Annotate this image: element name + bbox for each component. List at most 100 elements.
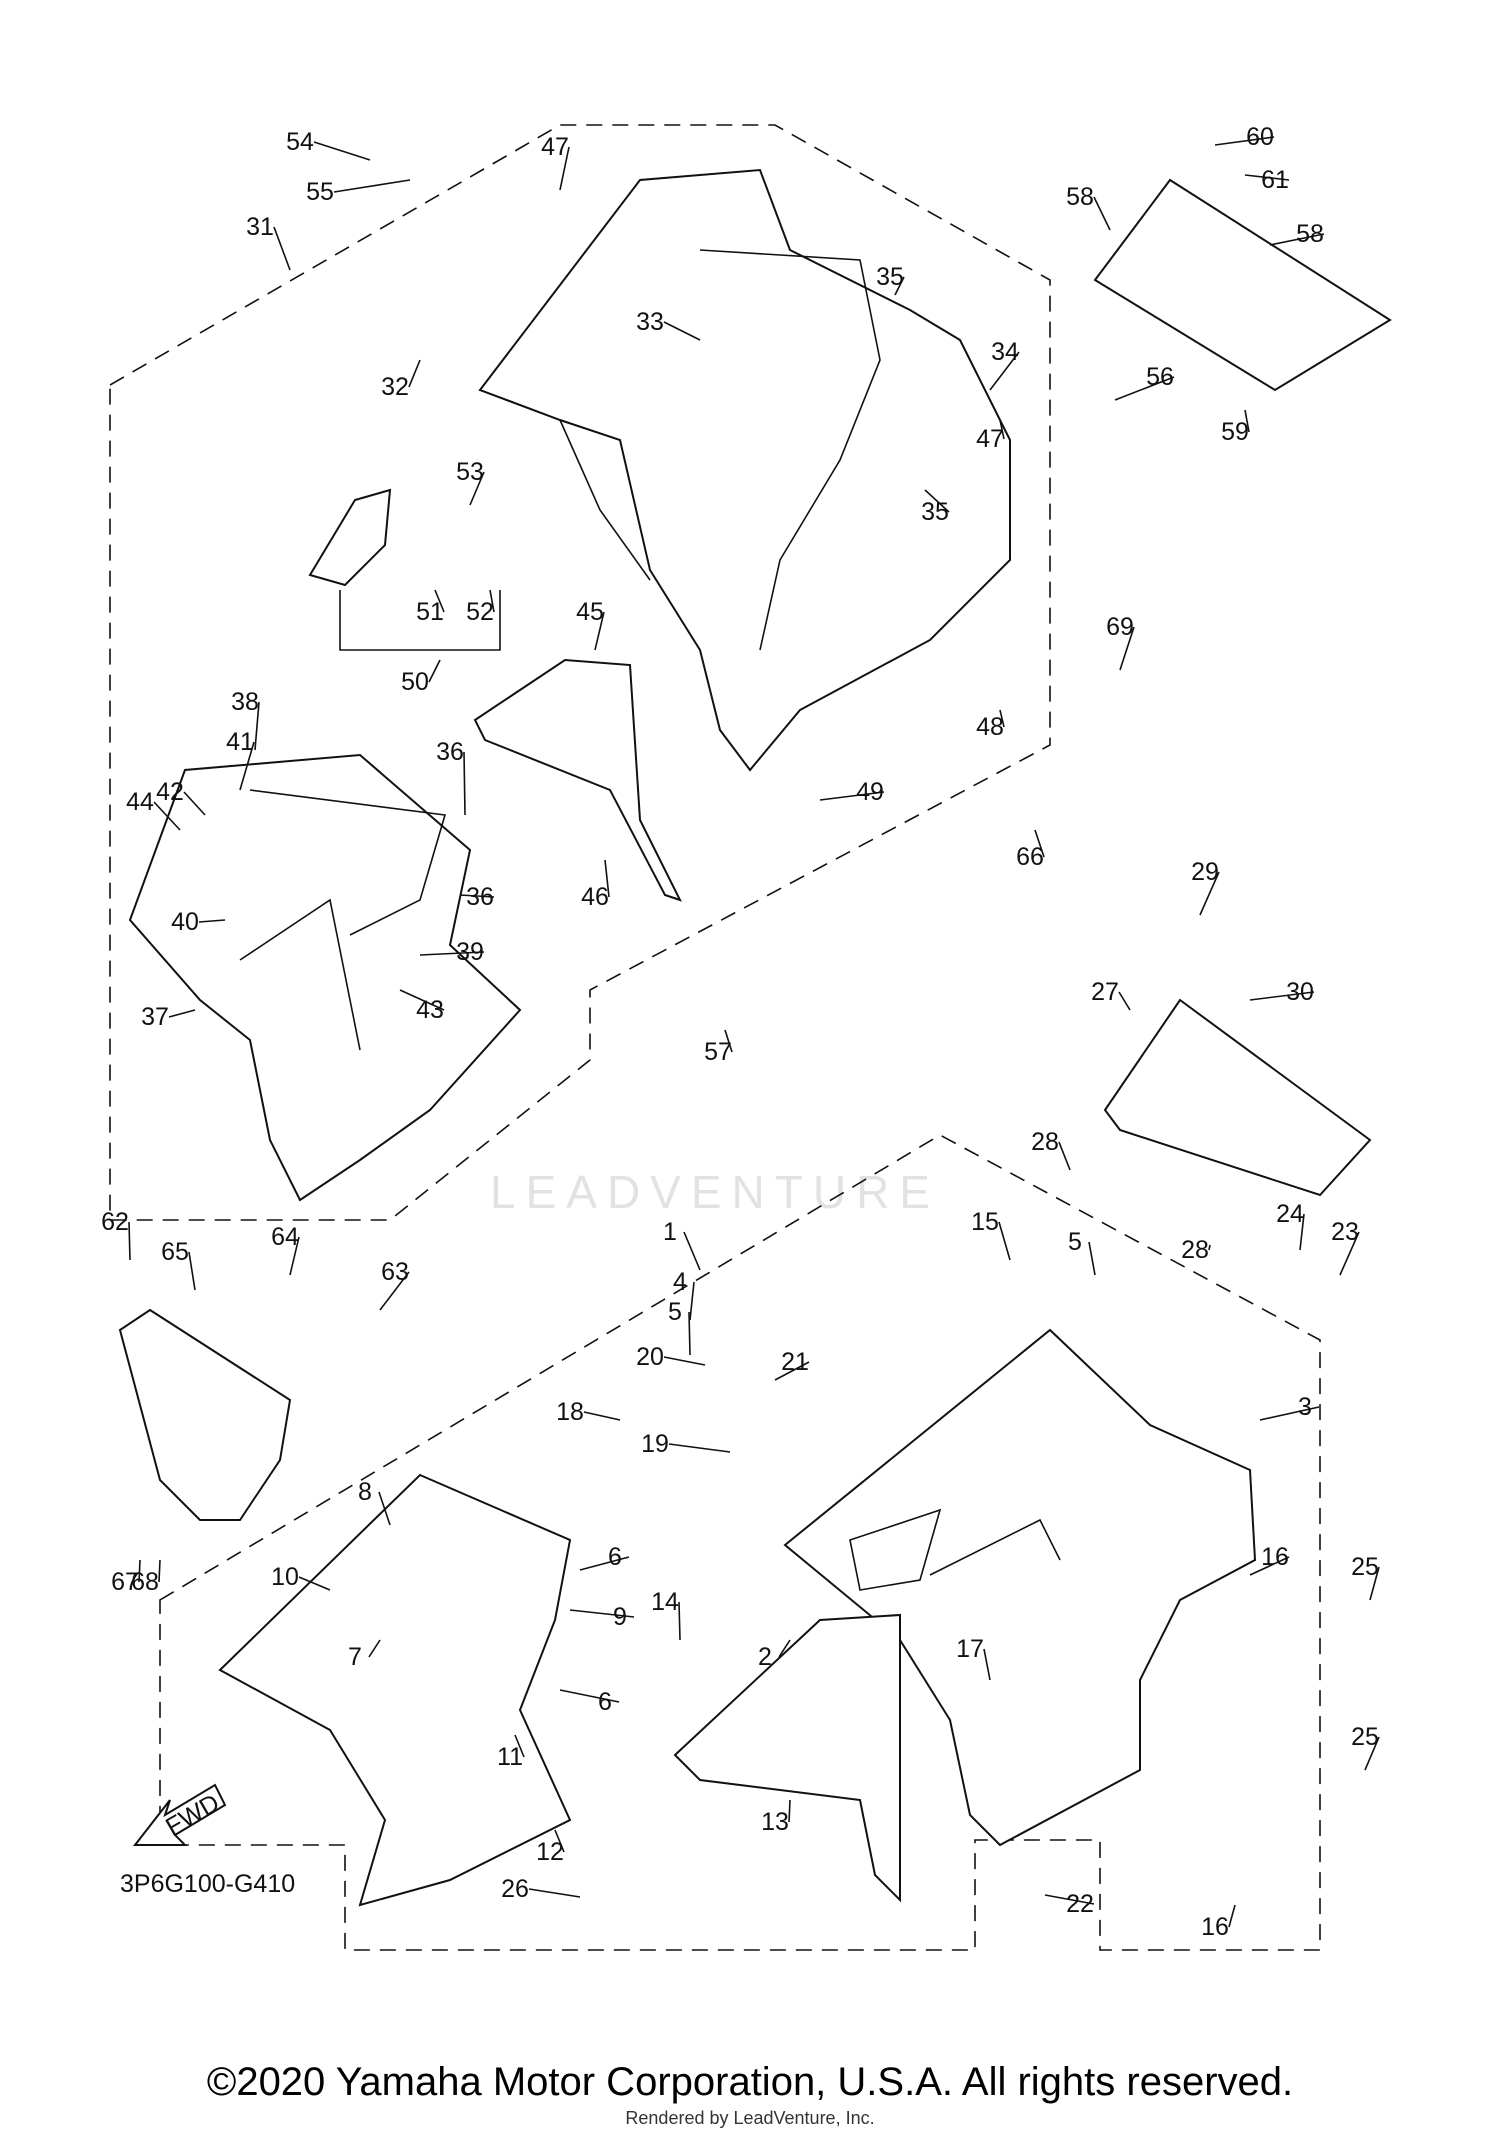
callout-number-6: 6 (598, 1688, 612, 1716)
callout-leader-27 (1118, 991, 1131, 1011)
callout-31: 31 (246, 213, 291, 271)
callout-16: 16 (1249, 1543, 1290, 1576)
callout-leader-10 (298, 1576, 331, 1591)
side-cowling-37-detail (239, 789, 447, 1051)
callout-11: 11 (497, 1734, 525, 1771)
callout-59: 59 (1221, 409, 1250, 446)
callout-leader-41 (239, 741, 255, 791)
callout-number-44: 44 (126, 788, 154, 816)
callout-number-28: 28 (1031, 1128, 1059, 1156)
callout-leader-54 (313, 141, 371, 161)
callout-leader-38 (254, 701, 260, 751)
callout-leader-16 (1228, 1904, 1236, 1928)
callout-49: 49 (819, 778, 885, 806)
callout-number-3: 3 (1298, 1393, 1312, 1421)
callout-28: 28 (1031, 1128, 1071, 1171)
callout-16: 16 (1201, 1904, 1236, 1941)
callout-number-6: 6 (608, 1543, 622, 1571)
callout-leader-16 (1249, 1556, 1290, 1576)
callout-number-45: 45 (576, 598, 604, 626)
callout-64: 64 (271, 1223, 300, 1276)
callout-leader-44 (153, 801, 181, 831)
callout-number-56: 56 (1146, 363, 1174, 391)
callout-leader-28 (1208, 1244, 1211, 1251)
callout-number-64: 64 (271, 1223, 299, 1251)
callout-leader-8 (378, 1491, 391, 1526)
callout-63: 63 (379, 1258, 410, 1311)
callout-number-36: 36 (436, 738, 464, 766)
copyright-notice: ©2020 Yamaha Motor Corporation, U.S.A. A… (206, 2060, 1294, 2104)
callout-40: 40 (171, 908, 226, 936)
callout-number-46: 46 (581, 883, 609, 911)
fwd-arrow-icon (132, 1783, 227, 1846)
callout-58: 58 (1066, 183, 1111, 231)
callout-26: 26 (501, 1875, 581, 1903)
callout-51: 51 (416, 589, 445, 626)
callout-number-47: 47 (976, 425, 1004, 453)
callout-number-50: 50 (401, 668, 429, 696)
callout-32: 32 (381, 359, 421, 401)
callout-48: 48 (976, 709, 1005, 741)
callout-4: 4 (673, 1268, 695, 1321)
callout-39: 39 (419, 938, 485, 966)
callout-leader-32 (408, 359, 421, 388)
callout-17: 17 (956, 1635, 991, 1681)
callout-35: 35 (921, 489, 950, 526)
callout-leader-22 (1044, 1894, 1095, 1905)
callout-leader-37 (168, 1009, 196, 1018)
callout-leader-52 (489, 589, 495, 613)
callout-number-68: 68 (131, 1568, 159, 1596)
callout-68: 68 (131, 1559, 161, 1596)
callout-leader-17 (983, 1648, 991, 1681)
diagram-code: 3P6G100-G410 (120, 1870, 295, 1898)
callout-leader-48 (999, 709, 1005, 728)
callout-number-59: 59 (1221, 418, 1249, 446)
callout-53: 53 (456, 458, 485, 506)
callout-29: 29 (1191, 858, 1220, 916)
windshield-57 (1093, 178, 1392, 392)
callout-leader-61 (1244, 174, 1290, 181)
callout-number-69: 69 (1106, 613, 1134, 641)
callout-number-19: 19 (641, 1430, 669, 1458)
callout-47: 47 (541, 133, 570, 191)
callout-leader-58 (1269, 233, 1325, 246)
callout-14: 14 (651, 1588, 681, 1641)
callout-55: 55 (306, 178, 411, 206)
callout-19: 19 (641, 1430, 731, 1458)
callout-leader-58 (1093, 196, 1111, 231)
callout-number-26: 26 (501, 1875, 529, 1903)
callout-37: 37 (141, 1003, 196, 1031)
callout-leader-24 (1299, 1213, 1305, 1251)
callout-number-36: 36 (466, 883, 494, 911)
callout-38: 38 (231, 688, 260, 751)
callout-leader-40 (198, 919, 226, 923)
callout-leader-13 (788, 1799, 791, 1823)
bracket-49 (339, 590, 501, 651)
callout-leader-65 (188, 1251, 196, 1291)
upper-cowling-part (478, 168, 1011, 772)
callout-leader-53 (469, 471, 485, 506)
callout-number-25: 25 (1351, 1723, 1379, 1751)
callout-number-24: 24 (1276, 1200, 1304, 1228)
callout-leader-29 (1199, 871, 1220, 916)
callout-number-53: 53 (456, 458, 484, 486)
callout-leader-28 (1058, 1141, 1071, 1171)
callout-number-15: 15 (971, 1208, 999, 1236)
callout-number-18: 18 (556, 1398, 584, 1426)
callout-leader-2 (778, 1639, 791, 1658)
callout-30: 30 (1249, 978, 1315, 1006)
callout-leader-19 (668, 1443, 731, 1453)
callout-leader-14 (678, 1601, 681, 1641)
callout-leader-21 (774, 1361, 810, 1381)
callout-number-21: 21 (781, 1348, 809, 1376)
callout-leader-36 (463, 751, 466, 816)
callout-18: 18 (556, 1398, 621, 1426)
callout-number-5: 5 (668, 1298, 682, 1326)
callout-10: 10 (271, 1563, 331, 1591)
callout-24: 24 (1276, 1200, 1305, 1251)
callout-leader-23 (1339, 1231, 1360, 1276)
headlight-assembly-49 (308, 488, 392, 587)
callout-50: 50 (401, 659, 441, 696)
callout-number-37: 37 (141, 1003, 169, 1031)
